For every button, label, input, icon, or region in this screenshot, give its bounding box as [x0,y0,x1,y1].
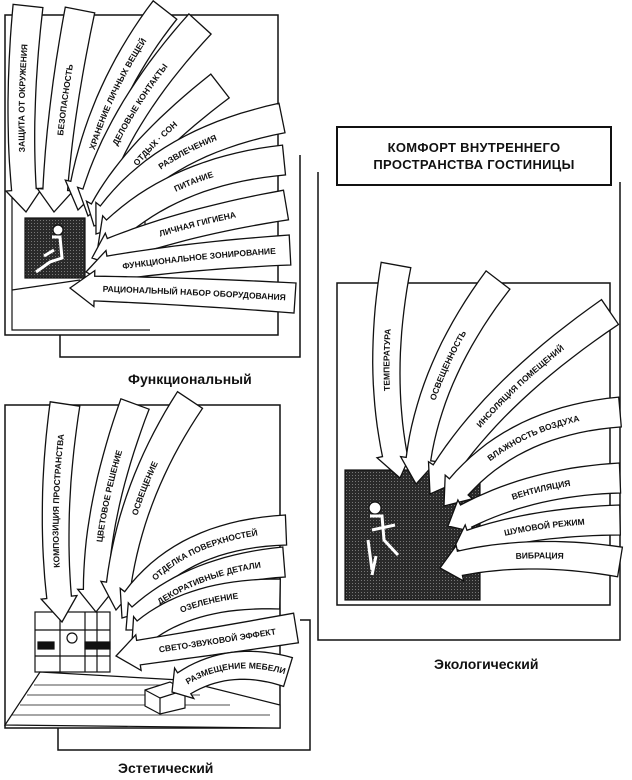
ecological-factor-arrow: ВИБРАЦИЯ [439,540,624,583]
ecological-caption: Экологический [434,656,539,672]
aesthetic-factor-arrow: РАЗМЕЩЕНИЕ МЕБЕЛИ [171,650,294,700]
svg-text:ЗАЩИТА ОТ ОКРУЖЕНИЯ: ЗАЩИТА ОТ ОКРУЖЕНИЯ [17,44,30,153]
functional-factor-arrow: РАЦИОНАЛЬНЫЙ НАБОР ОБОРУДОВАНИЯ [68,269,297,314]
functional-factor-label: ЗАЩИТА ОТ ОКРУЖЕНИЯ [17,44,30,153]
title-line-2: ПРОСТРАНСТВА ГОСТИНИЦЫ [373,157,575,172]
arrow-shape [114,612,300,672]
svg-text:ТЕМПЕРАТУРА: ТЕМПЕРАТУРА [381,328,392,391]
functional-caption: Функциональный [128,371,252,387]
arrow-shape [76,397,150,614]
ecological-room-illustration [344,469,481,601]
arrow-shape [439,540,624,583]
ecological-factor-label: ВИБРАЦИЯ [515,550,563,561]
diagram-title: КОМФОРТ ВНУТРЕННЕГО ПРОСТРАНСТВА ГОСТИНИ… [336,126,612,186]
arrow-shape [171,650,294,700]
arrow-shape [447,462,622,534]
arrow-shape [39,401,81,624]
arrow-shape [4,3,44,214]
aesthetic-caption: Эстетический [118,760,214,776]
ecological-factor-label: ТЕМПЕРАТУРА [381,328,392,391]
functional-factor-arrow: ЗАЩИТА ОТ ОКРУЖЕНИЯ [4,3,44,214]
arrow-shape [399,269,511,486]
svg-text:ВИБРАЦИЯ: ВИБРАЦИЯ [515,550,563,561]
functional-room-illustration [11,192,150,331]
ecological-factor-arrow: ВЕНТИЛЯЦИЯ [447,462,622,534]
arrow-shape [68,269,297,314]
title-line-1: КОМФОРТ ВНУТРЕННЕГО [387,140,561,155]
aesthetic-factor-arrow: КОМПОЗИЦИЯ ПРОСТРАНСТВА [39,401,81,624]
functional-factor-arrow: БЕЗОПАСНОСТЬ [35,6,96,214]
arrow-shape [35,6,96,214]
